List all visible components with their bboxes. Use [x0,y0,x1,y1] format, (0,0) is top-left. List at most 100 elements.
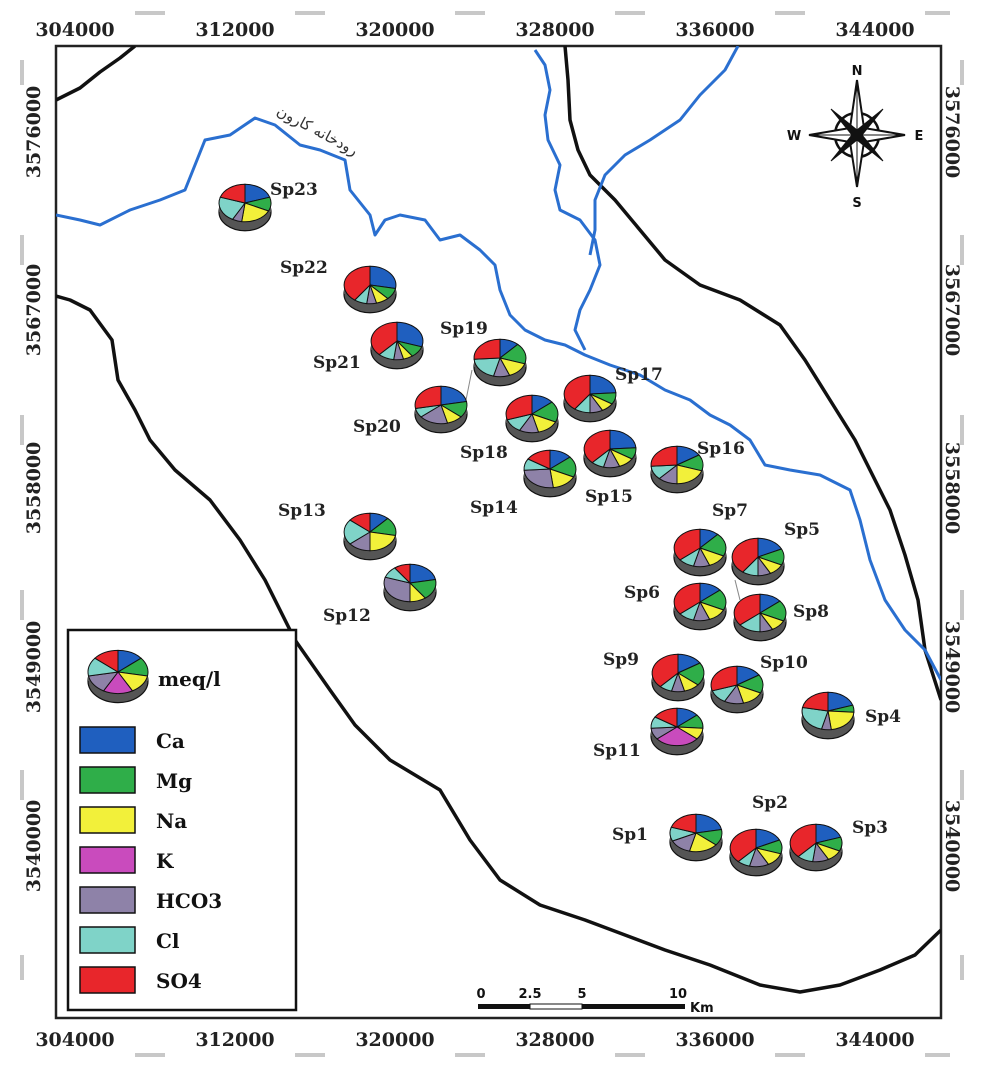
pie-slice-so4 [473,338,501,360]
scale-label-0: 0 [476,987,485,1002]
pie-slice-cl [801,706,829,730]
legend-label-so4: SO4 [156,969,202,993]
pie-slice-hco3 [523,468,554,489]
x-tick-label: 304000 [35,1029,114,1051]
compass-e: E [915,129,924,144]
legend-swatch-ca [79,726,136,754]
pie-slice-so4 [654,707,678,728]
sample-label: Sp14 [470,498,518,518]
pie-sp14 [523,449,577,498]
pie-slice-so4 [801,691,829,712]
pie-sp16 [650,445,704,494]
scale-label-5: 5 [577,987,586,1002]
sample-label: Sp8 [793,602,829,622]
pie-sp21 [370,321,424,370]
pie-sp4 [801,691,855,740]
sample-label: Sp2 [752,793,788,813]
pie-sp6 [673,582,727,631]
legend-label-na: Na [156,809,187,833]
pie-slice-so4 [505,394,533,421]
x-ticks-bottom: 304000 312000 320000 328000 336000 34400… [35,1029,914,1051]
sample-label: Sp1 [612,825,648,845]
pie-slice-so4 [219,183,246,204]
y-tick-label: 3576000 [941,86,963,179]
x-tick-label: 336000 [675,19,754,41]
legend-swatch-mg [79,766,136,794]
y-tick-label: 3567000 [23,264,45,357]
y-tick-label: 3576000 [23,86,45,179]
sample-label: Sp17 [615,365,663,385]
x-tick-label: 344000 [835,19,914,41]
pie-slice-na [827,710,855,731]
sample-label: Sp12 [323,606,371,626]
sample-label: Sp9 [603,650,639,670]
pie-slice-so4 [527,449,551,470]
sample-labels: Sp1 Sp2 Sp3 Sp4 Sp5 Sp6 Sp7 Sp8 Sp9 Sp10… [270,180,901,845]
pie-legend [87,649,149,704]
pie-slice-so4 [731,537,759,573]
y-tick-label: 3567000 [941,264,963,357]
pie-slice-ca [369,265,397,290]
pie-sp2 [729,828,783,877]
sample-label: Sp21 [313,353,361,373]
pie-slice-so4 [349,512,371,533]
x-tick-label: 312000 [195,19,274,41]
sample-label: Sp15 [585,487,633,507]
boundary-basin [56,294,941,994]
pie-slice-ca [609,429,637,450]
pie-sp22 [343,265,397,314]
y-tick-label: 3549000 [941,621,963,714]
legend-swatch-cl [79,926,136,954]
pie-slice-hco3 [383,576,411,603]
sample-label: Sp3 [852,818,888,838]
sample-label: Sp18 [460,443,508,463]
legend-unit: meq/l [158,667,221,691]
x-tick-label: 344000 [835,1029,914,1051]
pie-sp11 [650,707,704,756]
pie-sp1 [669,813,723,862]
pie-slice-cl [343,519,371,545]
scale-unit: Km [690,1001,714,1016]
pie-slice-so4 [370,321,398,356]
pie-sp18 [505,394,559,443]
tributary-2 [588,46,740,256]
y-ticks-left: 3576000 3567000 3558000 3549000 3540000 [23,86,45,893]
legend-swatch-k [79,846,136,874]
legend-label-mg: Mg [156,769,192,793]
pie-sp10 [710,665,764,714]
pie-slice-so4 [733,593,761,626]
sample-label: Sp7 [712,501,748,521]
pie-sp13 [343,512,397,561]
pie-slice-so4 [393,563,411,585]
pie-sp7 [673,528,727,577]
legend-label-hco3: HCO3 [156,889,222,913]
sample-label: Sp22 [280,258,328,278]
scale-label-2-5: 2.5 [518,987,541,1002]
pie-sp23 [218,183,272,232]
scale-bar: 0 2.5 5 10 Km [476,987,713,1016]
pie-slice-so4 [583,429,611,464]
tributary-1 [533,49,602,351]
x-tick-label: 312000 [195,1029,274,1051]
legend-swatch-na [79,806,136,834]
pie-slice-so4 [414,385,442,410]
pie-slice-so4 [651,653,679,688]
pie-sp3 [789,823,843,872]
y-ticks-right: 3576000 3567000 3558000 3549000 3540000 [941,86,963,893]
pie-slice-so4 [343,265,371,301]
pie-sp19 [473,338,527,387]
y-tick-label: 3540000 [941,800,963,893]
pie-slice-ca [695,813,723,834]
y-tick-label: 3558000 [941,442,963,535]
legend-label-ca: Ca [156,729,185,753]
sample-pies [218,183,855,877]
legend-swatch-hco3 [79,886,136,914]
pie-slice-na [369,531,397,552]
x-tick-label: 320000 [355,19,434,41]
scale-seg-1 [478,1004,530,1009]
boundary-north-branch [563,46,941,701]
rivers [56,46,941,681]
